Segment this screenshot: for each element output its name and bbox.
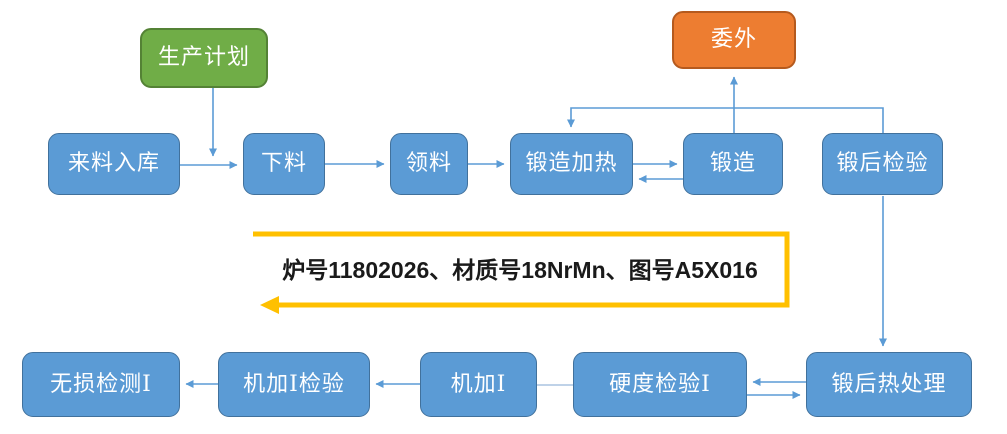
node-production-plan: 生产计划 xyxy=(140,28,268,88)
node-post-forge-inspection: 锻后检验 xyxy=(822,133,943,195)
node-forging: 锻造 xyxy=(683,133,783,195)
edge-inspection-feedback-loop xyxy=(567,107,884,133)
node-material-pickup: 领料 xyxy=(390,133,468,195)
node-cutting: 下料 xyxy=(243,133,325,195)
node-forging-heating: 锻造加热 xyxy=(510,133,633,195)
node-machining-1-inspection: 机加Ⅰ检验 xyxy=(218,352,370,417)
node-post-forge-heat-treatment: 锻后热处理 xyxy=(806,352,972,417)
node-ndt-1: 无损检测Ⅰ xyxy=(22,352,180,417)
annotation-bracket xyxy=(253,231,790,314)
node-hardness-inspection-1: 硬度检验Ⅰ xyxy=(573,352,747,417)
node-outsourcing: 委外 xyxy=(672,11,796,69)
annotation-batch-info: 炉号11802026、材质号18NrMn、图号A5X016 xyxy=(282,257,758,283)
node-incoming-storage: 来料入库 xyxy=(48,133,180,195)
node-machining-1: 机加Ⅰ xyxy=(420,352,537,417)
